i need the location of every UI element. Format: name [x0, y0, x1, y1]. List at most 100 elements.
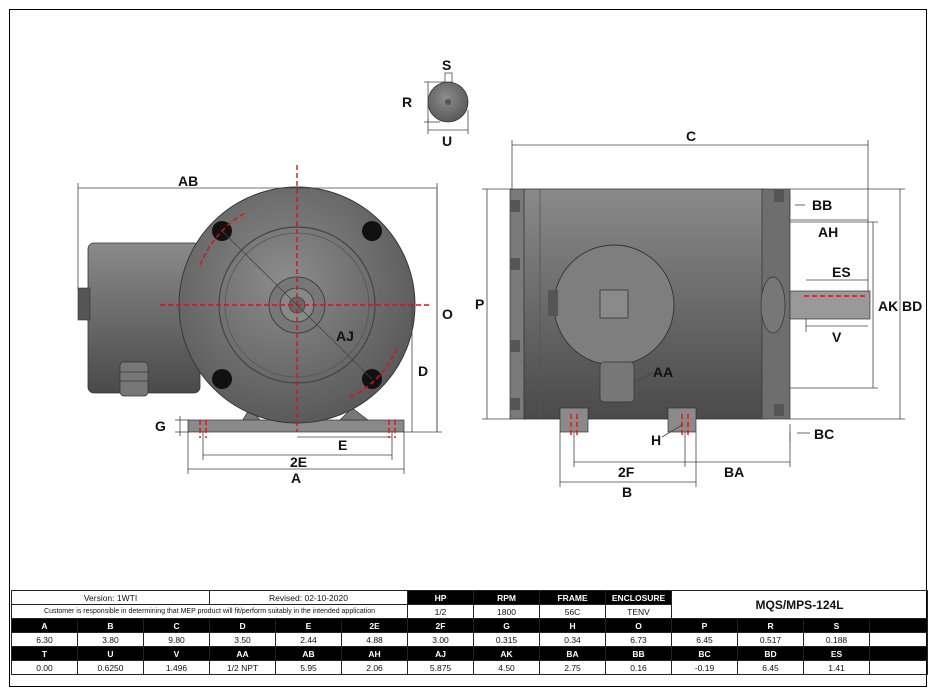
dim-header: BC	[671, 646, 739, 661]
shaft-end-view: S R U	[402, 57, 469, 149]
dim-value: 2.44	[275, 632, 343, 647]
dim-header: AB	[275, 646, 343, 661]
title-block: Version: 1WTI Revised: 02-10-2020 HP RPM…	[10, 590, 929, 675]
dim-header: A	[11, 618, 78, 633]
dim-header: R	[737, 618, 805, 633]
dim-value: 0.6250	[77, 660, 144, 675]
front-view: AB AJ O D G E 2E A	[77, 165, 453, 486]
dim-header: BB	[605, 646, 673, 661]
dim-value: 3.50	[209, 632, 277, 647]
dim-value: 0.16	[605, 660, 673, 675]
dim-value: 9.80	[142, 632, 211, 647]
dim-label-aa: AA	[653, 364, 673, 380]
dim-value: 1.41	[803, 660, 871, 675]
dim-value: 1.496	[142, 660, 211, 675]
dim-header: E	[275, 618, 343, 633]
dim-label-d: D	[418, 363, 428, 379]
dim-header	[869, 646, 929, 661]
dim-value: 4.88	[341, 632, 409, 647]
dim-value: 6.45	[737, 660, 805, 675]
dim-value: 5.875	[407, 660, 475, 675]
dim-value: 0.315	[473, 632, 541, 647]
dim-header: B	[77, 618, 144, 633]
dim-value	[869, 632, 929, 647]
dim-header: AK	[473, 646, 541, 661]
dim-value: 0.00	[11, 660, 78, 675]
dim-value: 0.34	[539, 632, 607, 647]
motor-dimension-drawing: S R U	[77, 57, 922, 500]
dim-header: G	[473, 618, 541, 633]
dim-label-p: P	[475, 296, 484, 312]
dim-value: -0.19	[671, 660, 739, 675]
dim-value: 6.45	[671, 632, 739, 647]
spec-value-frame: 56C	[539, 604, 607, 619]
dim-header: AH	[341, 646, 409, 661]
dim-label-s: S	[442, 57, 451, 73]
version-cell: Version: 1WTI	[10, 590, 211, 605]
dim-label-c: C	[686, 128, 696, 144]
dim-header: C	[142, 618, 211, 633]
dim-header: O	[605, 618, 673, 633]
dim-label-ah: AH	[818, 224, 838, 240]
dim-value: 0.188	[803, 632, 871, 647]
dim-label-bc: BC	[814, 426, 834, 442]
dim-header: U	[77, 646, 144, 661]
dim-label-es: ES	[832, 264, 851, 280]
dim-header: 2E	[341, 618, 409, 633]
dim-value-row-1: 6.30 3.80 9.80 3.50 2.44 4.88 3.00 0.315…	[11, 632, 929, 647]
dim-value: 2.75	[539, 660, 607, 675]
dim-label-ab: AB	[178, 173, 198, 189]
dim-value: 3.00	[407, 632, 475, 647]
dim-value: 6.73	[605, 632, 673, 647]
dim-label-bb: BB	[812, 197, 832, 213]
dim-header	[869, 618, 929, 633]
dim-value: 4.50	[473, 660, 541, 675]
dim-header: BA	[539, 646, 607, 661]
dim-value: 3.80	[77, 632, 144, 647]
dim-header: ES	[803, 646, 871, 661]
dim-label-ba: BA	[724, 464, 744, 480]
dim-value: 2.06	[341, 660, 409, 675]
dim-header: D	[209, 618, 277, 633]
dim-value: 0.517	[737, 632, 805, 647]
drawing-sheet	[9, 9, 927, 687]
dim-value	[869, 660, 929, 675]
dim-value: 1/2 NPT	[209, 660, 277, 675]
dim-header-row-1: A B C D E 2E 2F G H O P R S	[11, 618, 929, 633]
spec-value-hp: 1/2	[407, 604, 475, 619]
dim-header: BD	[737, 646, 805, 661]
spec-header-rpm: RPM	[473, 590, 541, 605]
dim-header: AA	[209, 646, 277, 661]
spec-value-enclosure: TENV	[605, 604, 673, 619]
dim-label-o: O	[442, 306, 453, 322]
dim-label-bd: BD	[902, 298, 922, 314]
model-number: MQS/MPS-124L	[671, 590, 929, 619]
dim-header: AJ	[407, 646, 475, 661]
dim-value: 6.30	[11, 632, 78, 647]
dim-header: S	[803, 618, 871, 633]
dim-header: H	[539, 618, 607, 633]
dim-header: P	[671, 618, 739, 633]
dim-label-e: E	[338, 437, 347, 453]
dim-label-v: V	[832, 329, 842, 345]
spec-header-hp: HP	[407, 590, 475, 605]
dim-header: T	[11, 646, 78, 661]
side-view: C P BB AH ES AK BD V AA H BC 2F BA B	[475, 128, 922, 500]
spec-header-frame: FRAME	[539, 590, 607, 605]
dim-label-2f: 2F	[618, 464, 635, 480]
dim-header-row-2: T U V AA AB AH AJ AK BA BB BC BD ES	[11, 646, 929, 661]
dim-value: 5.95	[275, 660, 343, 675]
dim-label-ak: AK	[878, 298, 898, 314]
disclaimer-cell: Customer is responsible in determining t…	[10, 604, 409, 619]
dim-label-a: A	[291, 470, 301, 486]
spec-value-rpm: 1800	[473, 604, 541, 619]
dim-label-2e: 2E	[290, 454, 307, 470]
dim-label-g: G	[155, 418, 166, 434]
dim-label-r: R	[402, 94, 412, 110]
dim-label-h: H	[651, 432, 661, 448]
dim-header: 2F	[407, 618, 475, 633]
dim-label-aj: AJ	[336, 328, 354, 344]
dim-label-b: B	[622, 484, 632, 500]
spec-header-enclosure: ENCLOSURE	[605, 590, 673, 605]
dim-value-row-2: 0.00 0.6250 1.496 1/2 NPT 5.95 2.06 5.87…	[11, 660, 929, 675]
